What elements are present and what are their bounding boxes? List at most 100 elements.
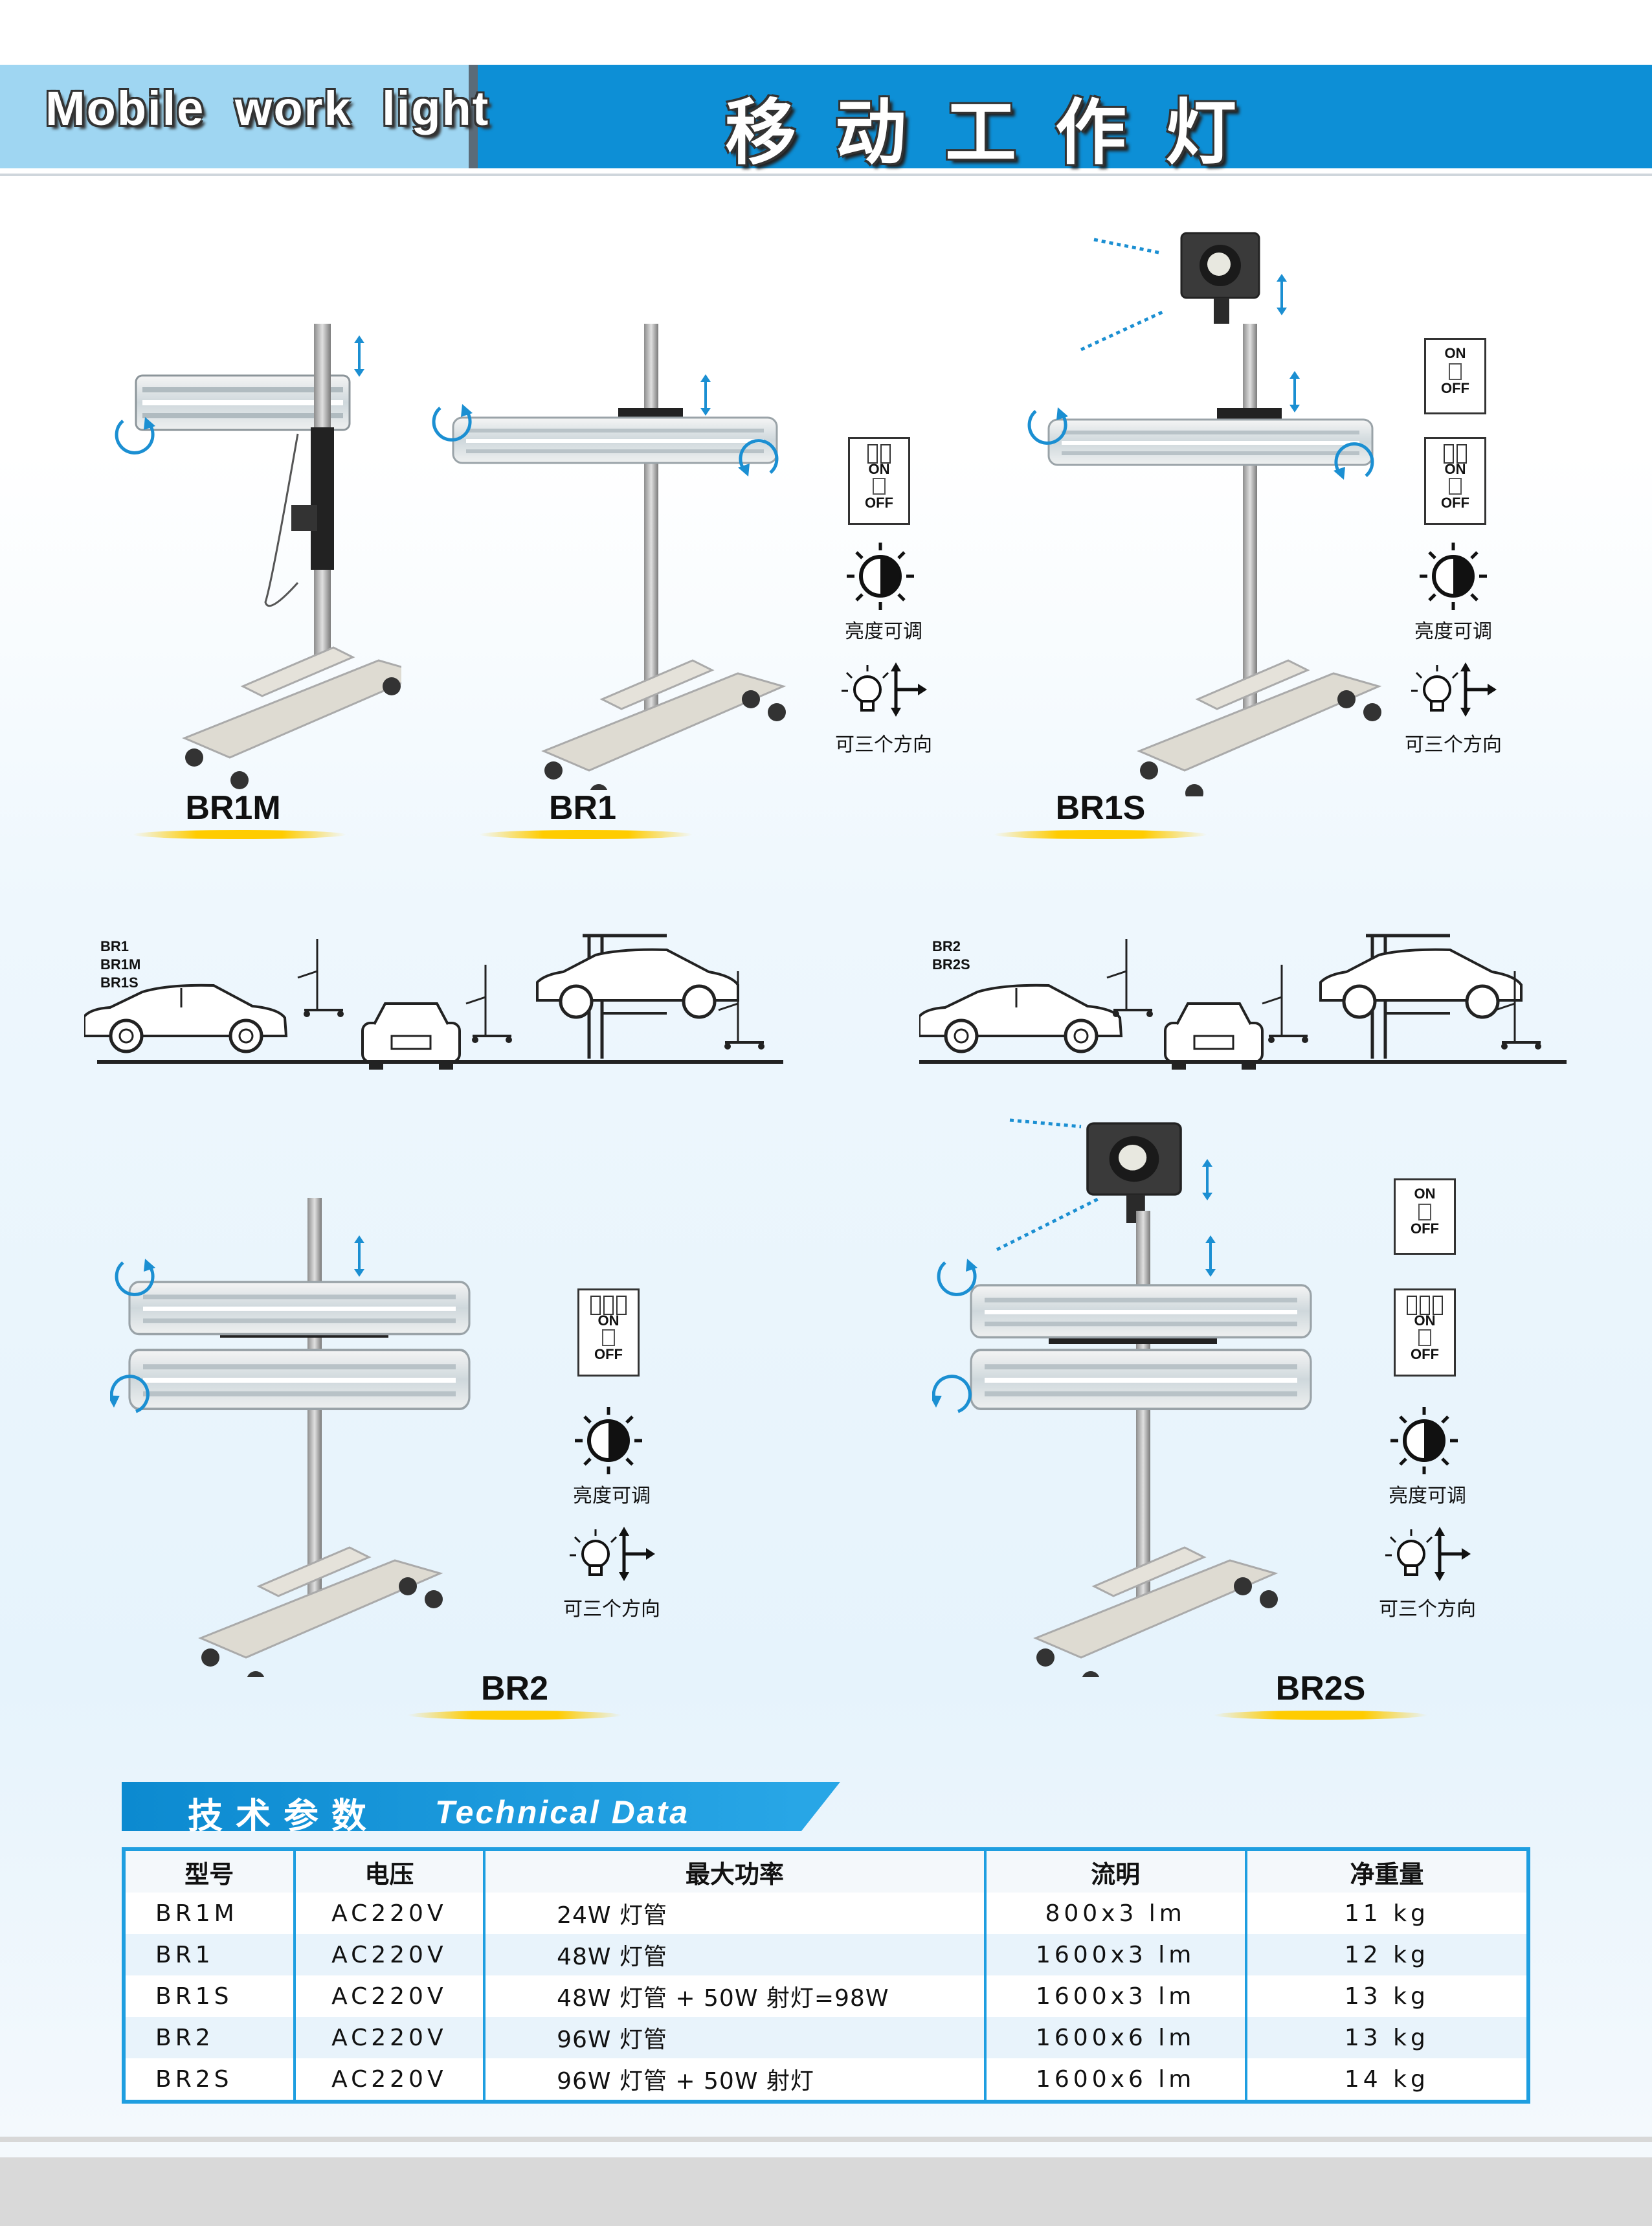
cell-lumen: 1600x3 lm: [983, 1934, 1247, 1975]
scene-model-label: BR2S: [932, 956, 970, 972]
spec-table: 型号 电压 最大功率 流明 净重量 BR1M AC220V 24W 灯管 800…: [122, 1847, 1530, 2104]
switch-key: [880, 444, 891, 464]
switch-key: [1420, 1296, 1430, 1315]
cell-voltage: AC220V: [293, 2058, 486, 2102]
switch-off-label: OFF: [1441, 495, 1469, 511]
product-label-br1m: BR1M: [185, 789, 281, 827]
switch-key: [616, 1296, 627, 1315]
spec-banner-tail: [801, 1782, 840, 1831]
product-label-br1: BR1: [548, 789, 617, 827]
cell-voltage: AC220V: [293, 1975, 486, 2017]
cell-lumen: 1600x3 lm: [983, 1975, 1247, 2017]
feature-brightness-label: 亮度可调: [1389, 1485, 1466, 1507]
switch-key: [1433, 1296, 1443, 1315]
cell-model: BR1S: [122, 1975, 296, 2017]
switch-off-label: OFF: [1411, 1346, 1439, 1362]
product-br1s-image: [1010, 232, 1383, 796]
col-header-voltage: 电压: [293, 1849, 486, 1893]
scene-right-models: BR2 BR2S: [932, 938, 970, 974]
product-label-br2s: BR2S: [1275, 1670, 1366, 1707]
switch-on-label: ON: [1414, 1312, 1436, 1329]
br2-switch-panel: ON OFF: [577, 1288, 640, 1377]
cell-model: BR1M: [122, 1893, 296, 1934]
switch-off-label: OFF: [1411, 1220, 1439, 1237]
cell-lumen: 1600x6 lm: [983, 2058, 1247, 2102]
switch-slot: [873, 478, 886, 495]
brightness-icon: [842, 537, 919, 615]
br2s-switch-top: ON OFF: [1394, 1178, 1456, 1255]
cell-voltage: AC220V: [293, 1893, 486, 1934]
brightness-icon: [1385, 1402, 1463, 1479]
switch-off-label: OFF: [594, 1346, 623, 1362]
product-underline-br2s: [1214, 1711, 1427, 1720]
table-row: BR1S AC220V 48W 灯管 + 50W 射灯=98W 1600x3 l…: [122, 1975, 1530, 2017]
cell-weight: 13 kg: [1244, 1975, 1530, 2017]
switch-on-label: ON: [868, 461, 890, 477]
switch-slot: [1449, 478, 1462, 495]
feature-direction-label: 可三个方向: [563, 1598, 660, 1621]
cell-model: BR2S: [122, 2058, 296, 2102]
footer-bar: [0, 2157, 1652, 2226]
title-english: Mobile work light: [45, 82, 490, 135]
br1-switch-panel: ON OFF: [848, 437, 910, 525]
scene-model-label: BR1M: [100, 956, 141, 972]
cell-power: 48W 灯管 + 50W 射灯=98W: [483, 1975, 987, 2017]
usage-scene-left: [84, 906, 783, 1071]
direction-icon: [570, 1522, 660, 1586]
product-label-br2: BR2: [480, 1670, 549, 1707]
scene-model-label: BR1S: [100, 974, 139, 991]
cell-voltage: AC220V: [293, 1934, 486, 1975]
col-header-power: 最大功率: [483, 1849, 987, 1893]
switch-key: [603, 1296, 614, 1315]
col-header-lumen: 流明: [983, 1849, 1247, 1893]
br2s-switch-panel: ON OFF: [1394, 1288, 1456, 1377]
spec-banner: [122, 1782, 801, 1831]
header-separator: [469, 65, 478, 168]
product-br1m-image: [104, 324, 401, 790]
switch-key: [1444, 444, 1454, 464]
cell-lumen: 1600x6 lm: [983, 2017, 1247, 2058]
br1s-switch-panel: ON OFF: [1424, 437, 1486, 525]
product-underline-br1m: [133, 830, 346, 839]
cell-weight: 13 kg: [1244, 2017, 1530, 2058]
switch-slot: [1418, 1329, 1431, 1346]
scene-left-models: BR1 BR1M BR1S: [100, 938, 140, 992]
direction-icon: [1385, 1522, 1476, 1586]
brightness-icon: [570, 1402, 647, 1479]
feature-brightness-label: 亮度可调: [845, 620, 922, 643]
cell-model: BR1: [122, 1934, 296, 1975]
switch-off-label: OFF: [1441, 380, 1469, 396]
scene-model-label: BR2: [932, 938, 961, 954]
br1s-switch-top: ON OFF: [1424, 338, 1486, 414]
spec-title-chinese: 技术参数: [188, 1795, 379, 1836]
title-chinese: 移动工作灯: [725, 91, 1275, 174]
switch-on-label: ON: [1444, 461, 1466, 477]
table-row: BR1M AC220V 24W 灯管 800x3 lm 11 kg: [122, 1893, 1530, 1934]
cell-power: 96W 灯管: [483, 2017, 987, 2058]
direction-icon: [1411, 657, 1502, 722]
cell-model: BR2: [122, 2017, 296, 2058]
spec-title-english: Technical Data: [435, 1794, 690, 1830]
product-br1-image: [427, 324, 787, 790]
switch-on-label: ON: [1414, 1186, 1436, 1202]
feature-brightness-label: 亮度可调: [573, 1485, 651, 1507]
table-row: BR2S AC220V 96W 灯管 + 50W 射灯 1600x6 lm 14…: [122, 2058, 1530, 2102]
cell-lumen: 800x3 lm: [983, 1893, 1247, 1934]
switch-slot: [602, 1329, 615, 1346]
cell-power: 24W 灯管: [483, 1893, 987, 1934]
feature-direction-label: 可三个方向: [1379, 1598, 1476, 1621]
scene-model-label: BR1: [100, 938, 129, 954]
switch-key: [867, 444, 878, 464]
cell-power: 96W 灯管 + 50W 射灯: [483, 2058, 987, 2102]
product-underline-br1: [479, 830, 693, 839]
cell-power: 48W 灯管: [483, 1934, 987, 1975]
switch-slot: [1449, 363, 1462, 380]
col-header-weight: 净重量: [1244, 1849, 1530, 1893]
col-header-model: 型号: [122, 1849, 296, 1893]
switch-slot: [1418, 1204, 1431, 1220]
switch-key: [1457, 444, 1467, 464]
cell-weight: 12 kg: [1244, 1934, 1530, 1975]
usage-scene-right: [919, 906, 1567, 1071]
switch-key: [590, 1296, 601, 1315]
direction-icon: [842, 657, 932, 722]
